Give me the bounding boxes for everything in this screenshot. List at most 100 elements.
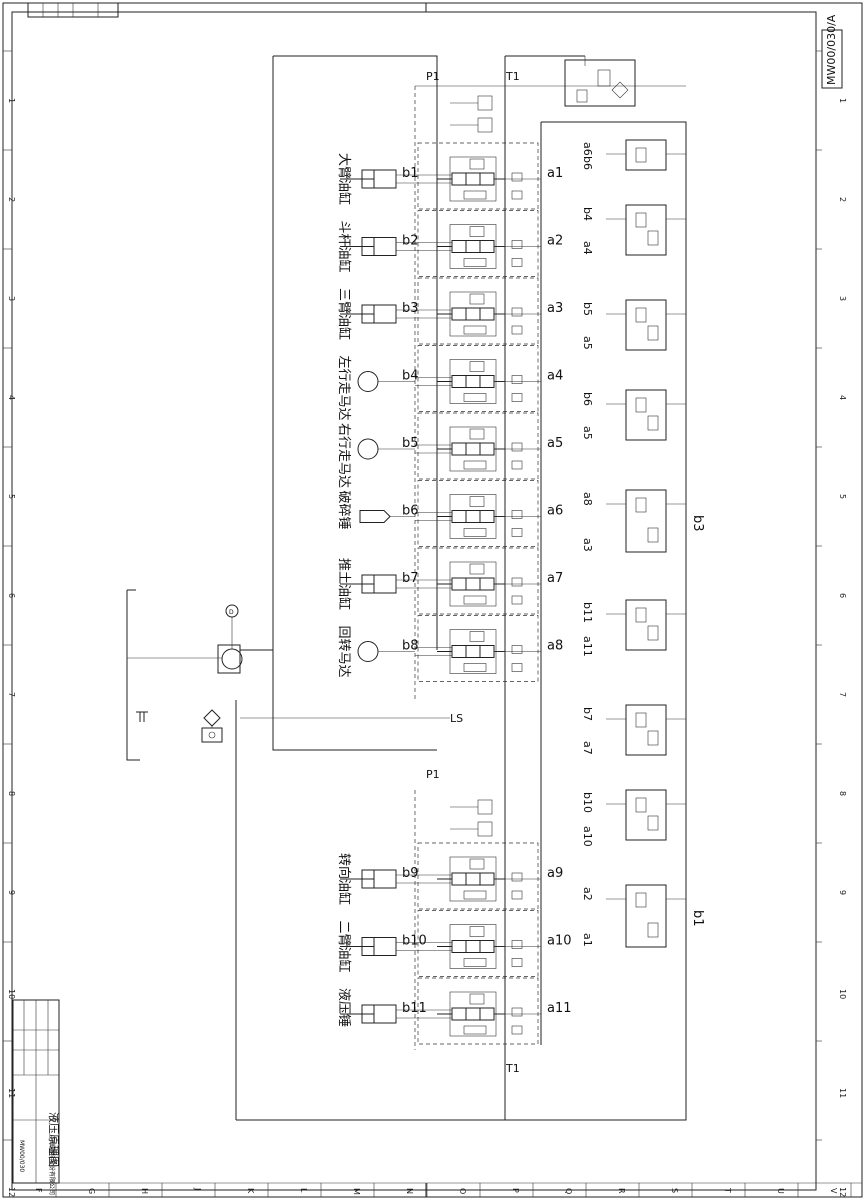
actuator-name: 二臂油缸	[336, 921, 352, 973]
pump-group: D	[126, 589, 243, 761]
section-port-b: b3	[402, 301, 419, 316]
grid-col-label: R	[617, 1188, 626, 1194]
grid-col-label: P	[511, 1188, 520, 1193]
section-port-b: b8	[402, 639, 419, 654]
pilot-valve: b5 a5	[581, 299, 686, 351]
grid-col-label: Q	[564, 1188, 573, 1194]
pilot-port-top: b5	[581, 302, 594, 316]
section-port-a: a6	[547, 504, 563, 519]
pilot-port-bottom: a10	[581, 826, 594, 847]
motor-symbol	[357, 371, 379, 392]
valve-section: b4 a4 左行走马达	[336, 345, 563, 421]
port-t1: T1	[505, 70, 520, 83]
grid-row-label-left: 1	[7, 98, 16, 103]
actuator-name: 液压锤	[336, 988, 351, 1027]
actuator-name: 斗杆油缸	[336, 221, 352, 273]
section-port-b: b4	[402, 369, 419, 384]
section-port-a: a11	[547, 1001, 572, 1016]
grid-row-label-right: 12	[838, 1187, 847, 1197]
port-p1-lower: P1	[426, 768, 440, 781]
grid-col-label: O	[458, 1188, 467, 1194]
grid-col-label: G	[87, 1188, 96, 1194]
grid-row-label-right: 11	[838, 1088, 847, 1098]
section-port-b: b10	[402, 934, 427, 949]
pilot-port-bottom: a11	[581, 636, 594, 657]
pilot-port-bottom: a5	[581, 426, 594, 440]
pilot-port-bottom: a1	[581, 933, 594, 947]
grid-col-label: S	[670, 1188, 679, 1193]
svg-text:D: D	[229, 609, 234, 616]
revision-stamp	[27, 2, 119, 18]
grid-row-label-left: 4	[7, 395, 16, 400]
section-port-a: a3	[547, 301, 563, 316]
actuator-name: 左行走马达	[336, 356, 351, 421]
valve-section: b8 a8 回转马达	[336, 615, 563, 682]
grid-row-label-right: 6	[838, 593, 847, 598]
pilot-port-top: b4	[581, 207, 594, 221]
section-port-a: a8	[547, 639, 563, 654]
grid-col-label: V	[829, 1188, 838, 1194]
valve-section: b3 a3 三臂油缸	[336, 277, 563, 345]
pilot-port-bottom: a4	[581, 241, 594, 255]
grid-col-label: U	[776, 1188, 785, 1194]
grid-row-label-left: 8	[7, 791, 16, 796]
section-port-b: b6	[402, 504, 419, 519]
grid-col-label: K	[246, 1188, 255, 1194]
grid-row-label-right: 8	[838, 791, 847, 796]
section-port-b: b9	[402, 866, 419, 881]
pilot-port-top: a6	[581, 142, 594, 156]
grid-row-label-left: 9	[7, 890, 16, 895]
motor-symbol	[357, 641, 379, 662]
section-port-a: a10	[547, 934, 572, 949]
section-port-b: b11	[402, 1001, 427, 1016]
actuator-name: 三臂油缸	[336, 288, 352, 340]
actuator-name: 大臂油缸	[336, 153, 352, 205]
port-ls: LS	[450, 712, 463, 725]
pilot-port-top: b6	[581, 392, 594, 406]
pilot-port-top: a8	[581, 492, 594, 506]
breaker-symbol	[359, 510, 391, 523]
pilot-port-bottom: a5	[581, 336, 594, 350]
pilot-port-top: b11	[581, 602, 594, 623]
grid-col-label: L	[299, 1188, 308, 1193]
section-port-a: a4	[547, 369, 563, 384]
valve-section: b6 a6 破碎锤	[336, 480, 563, 547]
grid-row-label-left: 5	[7, 494, 16, 499]
pilot-valve: b6 a5	[581, 389, 686, 441]
company-name: 中联重科股份有限公司	[48, 1135, 56, 1195]
actuator-name: 破碎锤	[336, 491, 351, 530]
pilot-valves: a6b6b4a4b5a5b6a5a8a3b3b11a11b7a7b10a10a2…	[581, 139, 705, 948]
pilot-valve: b11 a11	[581, 599, 686, 657]
pilot-valve: b4 a4	[581, 204, 686, 256]
grid-row-label-right: 4	[838, 395, 847, 400]
grid-row-label-right: 3	[838, 296, 847, 301]
pilot-port-top: a2	[581, 887, 594, 901]
filter-block	[564, 56, 636, 107]
title-block: 液压原理图 中联重科股份有限公司 MW00/030	[12, 999, 61, 1195]
valve-section: b11 a11 液压锤	[336, 977, 572, 1045]
section-port-a: a2	[547, 234, 563, 249]
grid-row-label-right: 2	[838, 197, 847, 202]
grid-row-label-left: 3	[7, 296, 16, 301]
section-port-a: a9	[547, 866, 563, 881]
doc-number-left: MW00/030	[18, 1140, 25, 1172]
actuator-name: 回转马达	[336, 626, 351, 678]
pilot-port-bottom: a3	[581, 538, 594, 552]
motor-symbol	[357, 438, 379, 460]
pilot-valve: a2 a1 b1	[581, 884, 705, 948]
pilot-port-side: b1	[690, 910, 705, 927]
inlet-relief-lower	[450, 799, 493, 837]
grid-row-label-left: 12	[7, 1187, 16, 1197]
pilot-port-top: b7	[581, 707, 594, 721]
drawing-title: 液压原理图	[47, 1112, 61, 1167]
section-port-a: a1	[547, 166, 563, 181]
